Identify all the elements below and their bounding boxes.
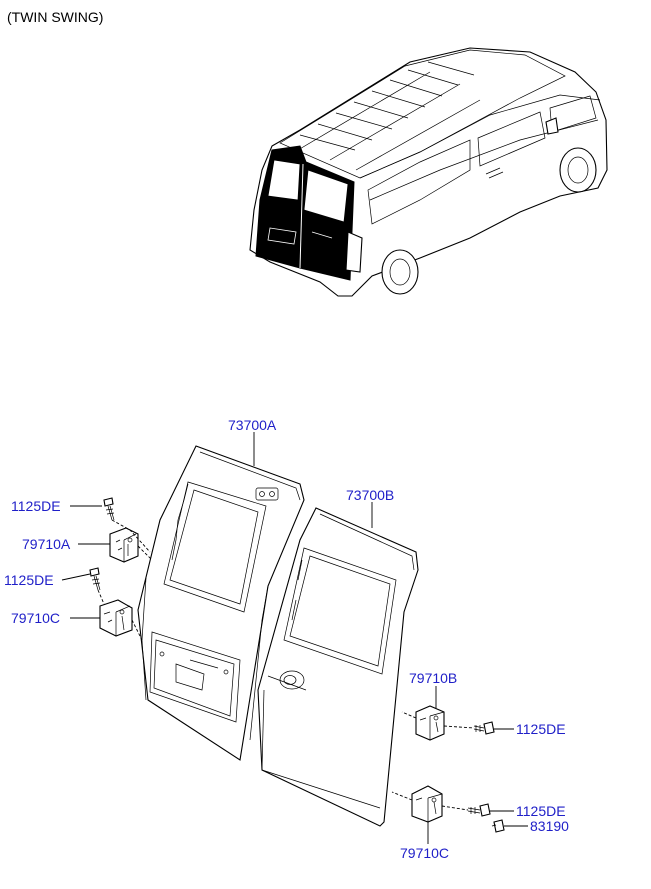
label-79710c-right[interactable]: 79710C [400,845,449,861]
label-79710b[interactable]: 79710B [409,670,457,686]
label-73700a[interactable]: 73700A [228,417,277,433]
door-right-73700b[interactable] [257,507,419,827]
hinge-top-right[interactable] [415,705,445,741]
label-1125de-mid-left[interactable]: 1125DE [4,572,54,588]
label-83190[interactable]: 83190 [530,818,569,834]
leader-lines [61,432,528,844]
label-79710c-left[interactable]: 79710C [11,610,60,626]
cap-bottom-right[interactable] [491,819,505,833]
label-73700b[interactable]: 73700B [346,487,394,503]
diagram-title: (TWIN SWING) [7,9,104,25]
label-1125de-right-top[interactable]: 1125DE [516,721,566,737]
label-1125de-top-left[interactable]: 1125DE [11,498,61,514]
hinge-bottom-left[interactable] [99,599,133,637]
hinge-top-left[interactable] [109,527,139,563]
door-left-73700a[interactable] [137,445,305,761]
bolt-bottom-right[interactable] [467,803,491,817]
label-79710a[interactable]: 79710A [22,536,71,552]
label-1125de-right-bottom[interactable]: 1125DE [516,803,566,819]
bolt-top-right[interactable] [473,721,495,735]
bolt-top-left[interactable] [103,497,115,521]
vehicle-illustration [249,47,608,297]
bolt-mid-left[interactable] [89,567,101,591]
part-labels: 73700A 73700B 1125DE 79710A 1125DE 79710… [4,417,569,861]
hinge-bottom-right[interactable] [411,785,443,823]
